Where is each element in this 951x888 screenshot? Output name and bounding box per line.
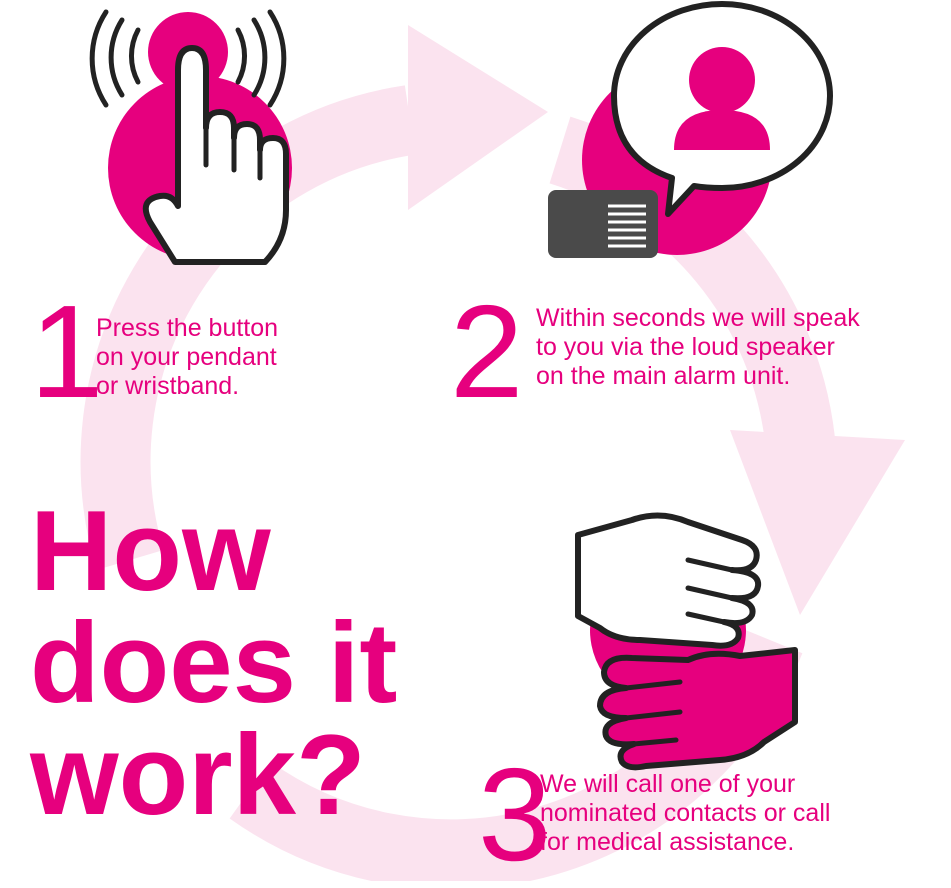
step-number: 2 bbox=[450, 278, 524, 425]
step-2: 2 Within seconds we will speak to you vi… bbox=[450, 286, 945, 422]
step-description: We will call one of your nominated conta… bbox=[540, 770, 830, 857]
title-line: does it bbox=[30, 600, 398, 727]
step-text-line: nominated contacts or call bbox=[540, 799, 831, 827]
title-line: How bbox=[30, 488, 271, 615]
step-number: 3 bbox=[478, 741, 552, 888]
step-1: 1 Press the button on your pendant or wr… bbox=[30, 286, 350, 422]
step-text-line: or wristband. bbox=[96, 372, 240, 400]
step-text-line: We will call one of your bbox=[540, 770, 796, 798]
step-text-line: on your pendant bbox=[96, 343, 277, 371]
step-text-line: for medical assistance. bbox=[540, 828, 795, 856]
step-3: 3 We will call one of your nominated con… bbox=[478, 749, 938, 881]
step-text-line: on the main alarm unit. bbox=[536, 362, 791, 390]
step-text-line: Press the button bbox=[96, 314, 279, 342]
title-line: work? bbox=[30, 712, 366, 839]
step-description: Press the button on your pendant or wris… bbox=[96, 314, 278, 401]
step-description: Within seconds we will speak to you via … bbox=[536, 304, 860, 391]
step-text-line: to you via the loud speaker bbox=[536, 333, 835, 361]
page-title: How does it work? bbox=[30, 488, 398, 839]
step-number: 1 bbox=[30, 278, 104, 425]
step-text-line: Within seconds we will speak bbox=[536, 304, 860, 332]
